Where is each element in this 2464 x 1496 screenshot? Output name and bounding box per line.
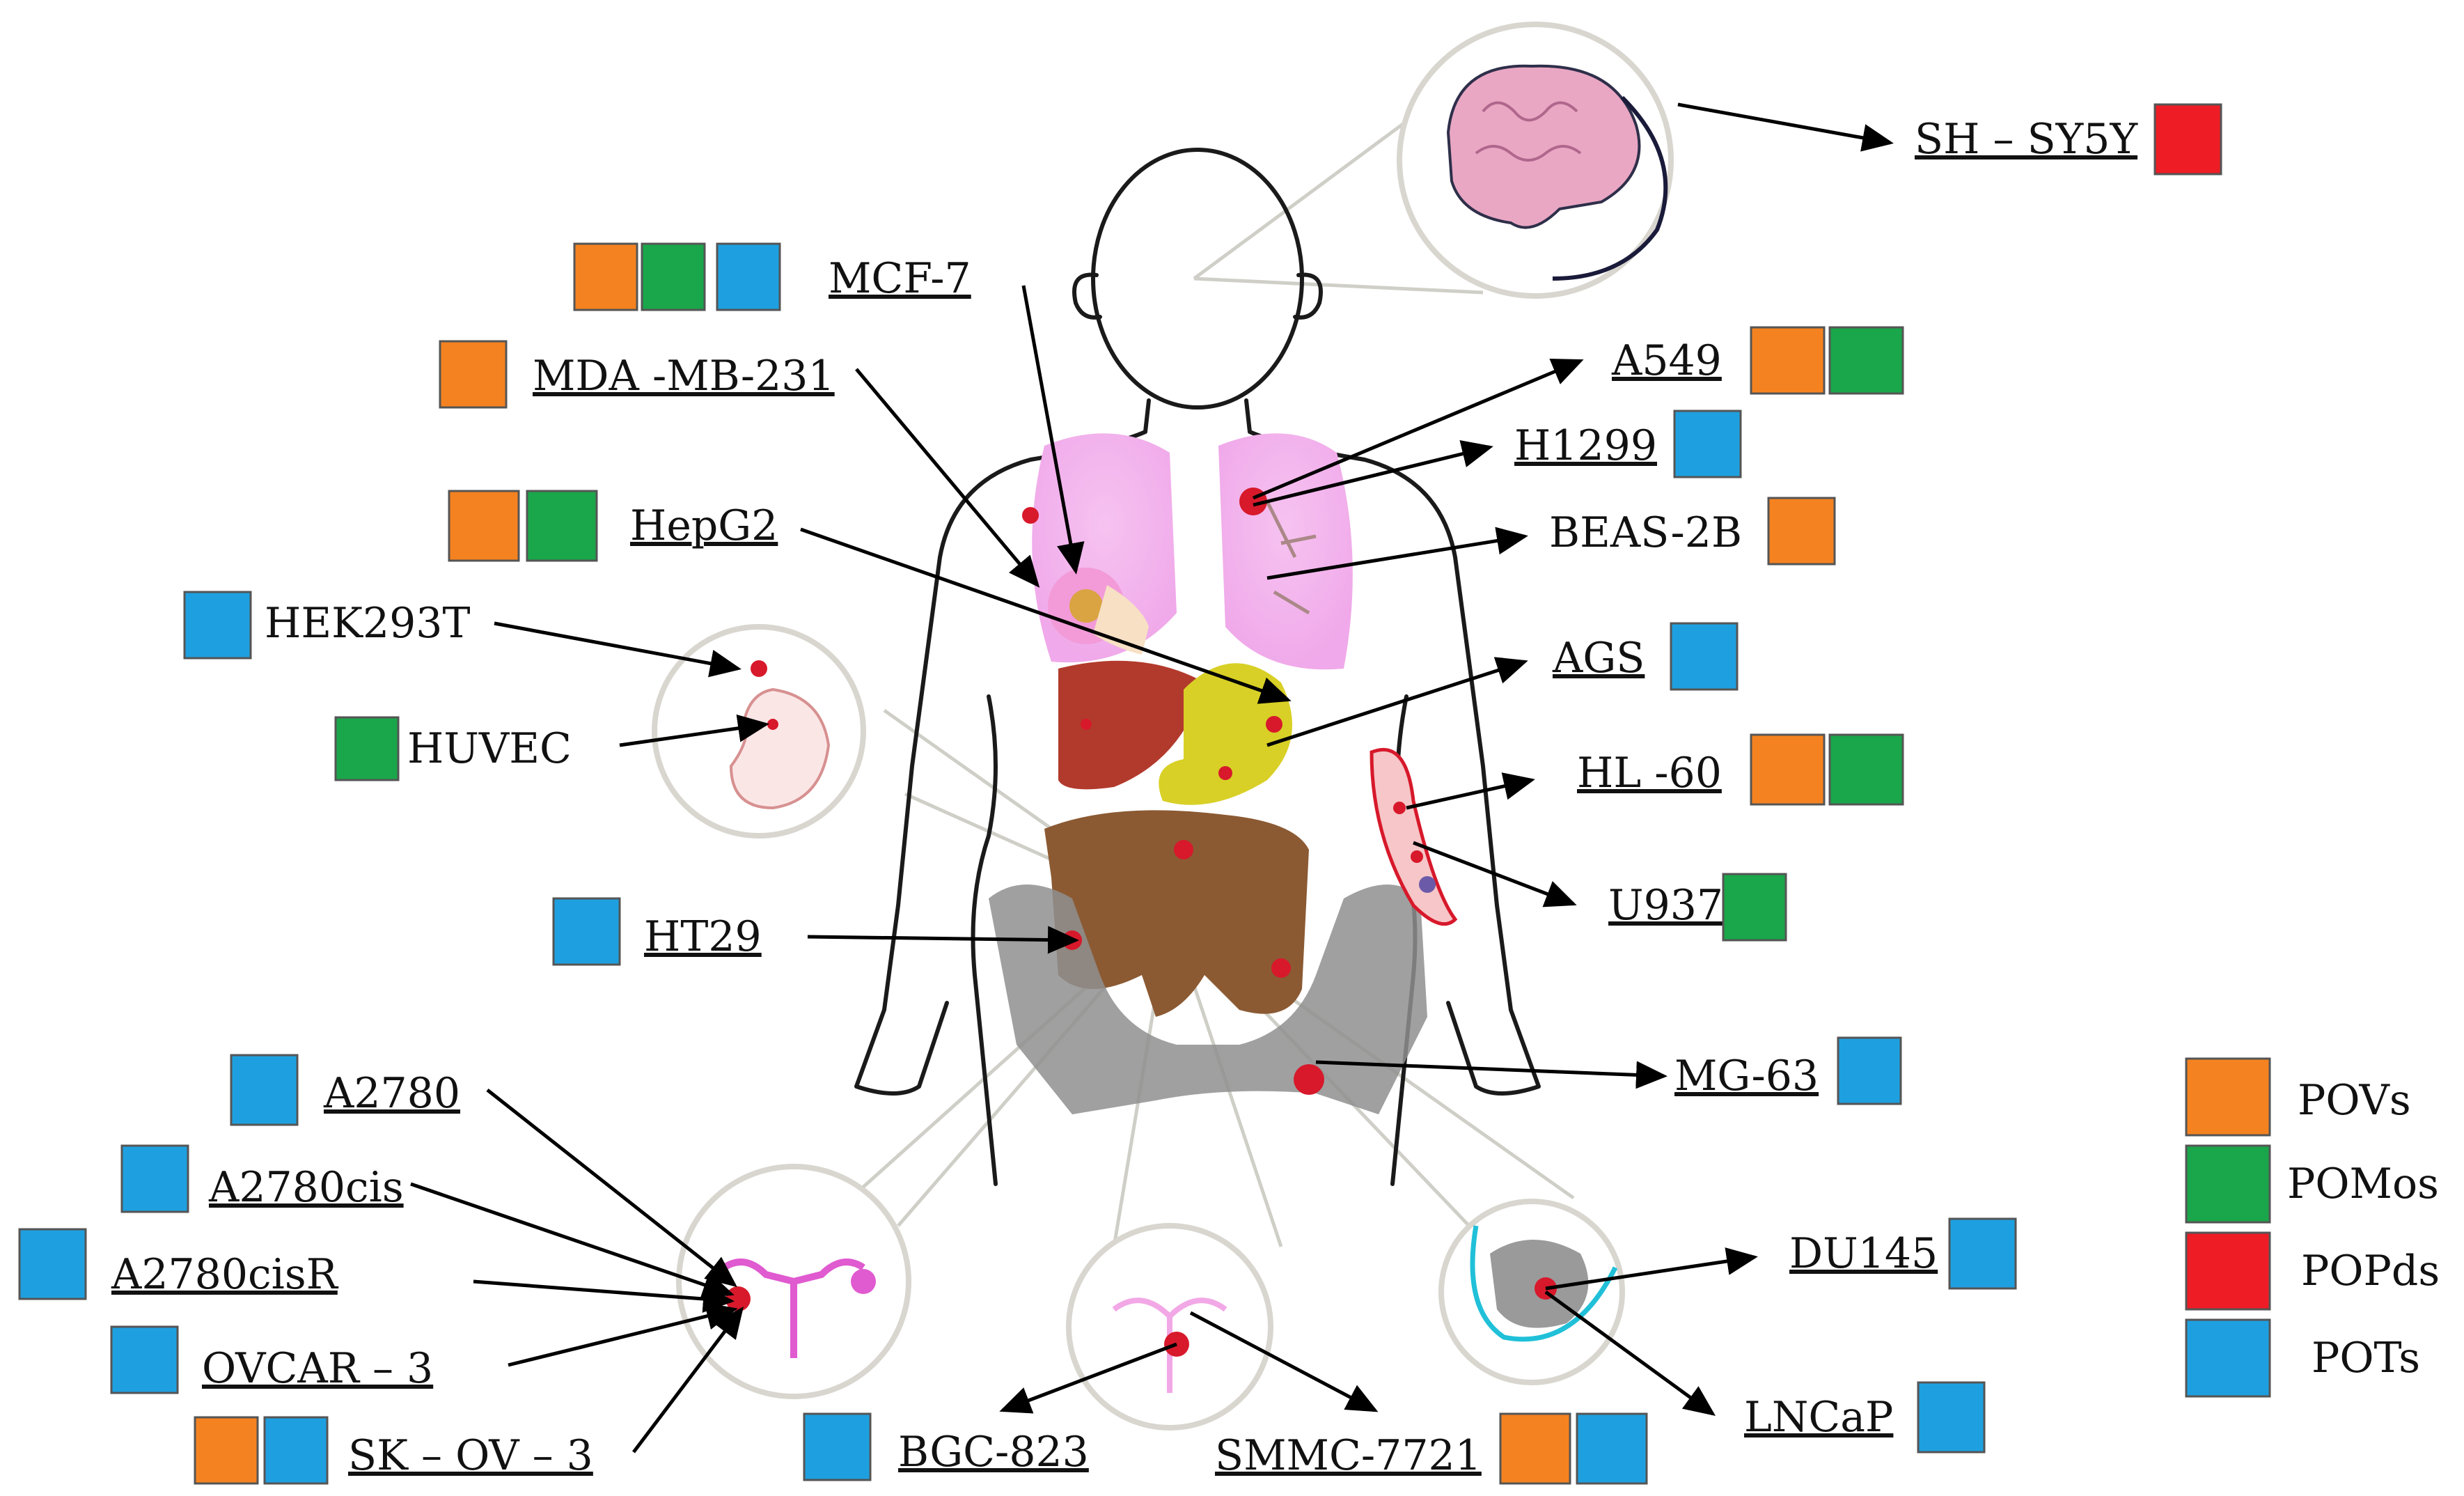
type-square bbox=[1750, 326, 1826, 395]
type-square bbox=[183, 591, 252, 660]
brain-zoom bbox=[1397, 22, 1674, 299]
legend-swatch-pots bbox=[2185, 1318, 2271, 1398]
type-square bbox=[18, 1228, 87, 1300]
pelvis bbox=[989, 885, 1427, 1114]
label-ags: AGS bbox=[1552, 634, 1645, 683]
label-smmc7721: SMMC-7721 bbox=[1215, 1431, 1482, 1480]
type-square bbox=[1576, 1412, 1648, 1485]
type-square bbox=[263, 1416, 329, 1485]
type-square bbox=[1722, 873, 1787, 942]
type-square bbox=[1750, 733, 1826, 806]
type-square bbox=[2153, 103, 2222, 176]
label-mcf7: MCF-7 bbox=[829, 254, 971, 303]
label-lncap: LNCaP bbox=[1744, 1393, 1893, 1442]
cervix-zoom bbox=[1066, 1223, 1273, 1431]
legend-swatch-popds bbox=[2185, 1231, 2271, 1311]
colon bbox=[1044, 810, 1309, 1017]
label-skov3: SK – OV – 3 bbox=[348, 1431, 593, 1480]
prostate-zoom bbox=[1438, 1199, 1625, 1385]
type-square bbox=[439, 340, 508, 409]
type-square bbox=[1948, 1217, 2017, 1290]
organs bbox=[989, 433, 1458, 1114]
label-ovcar3: OVCAR – 3 bbox=[202, 1344, 433, 1393]
type-square bbox=[1499, 1412, 1571, 1485]
legend-label-popds: POPds bbox=[2301, 1247, 2440, 1295]
legend-swatch-pomos bbox=[2185, 1144, 2271, 1224]
type-square bbox=[448, 490, 520, 562]
label-bgc823: BGC-823 bbox=[898, 1428, 1089, 1476]
type-square bbox=[641, 242, 706, 311]
type-square bbox=[573, 242, 638, 311]
label-ht29: HT29 bbox=[644, 912, 762, 961]
label-hepg2: HepG2 bbox=[630, 501, 778, 550]
legend-label-povs: POVs bbox=[2298, 1076, 2411, 1125]
label-a2780cisr: A2780cisR bbox=[111, 1250, 339, 1299]
label-mda-mb-231: MDA -MB-231 bbox=[533, 352, 835, 400]
type-square bbox=[1917, 1381, 1986, 1454]
type-square bbox=[230, 1054, 299, 1126]
type-square bbox=[1767, 497, 1836, 566]
type-square bbox=[1828, 733, 1904, 806]
label-a2780cis: A2780cis bbox=[208, 1163, 404, 1212]
label-a2780: A2780 bbox=[323, 1069, 460, 1118]
type-square bbox=[334, 716, 400, 781]
label-u937: U937 bbox=[1608, 881, 1723, 930]
label-h1299: H1299 bbox=[1514, 421, 1657, 470]
label-sh-sy5y: SH – SY5Y bbox=[1915, 115, 2138, 164]
type-square bbox=[716, 242, 781, 311]
label-beas2b: BEAS-2B bbox=[1549, 508, 1742, 557]
type-square bbox=[1673, 410, 1742, 478]
right-lung bbox=[1218, 433, 1353, 670]
label-hl60: HL -60 bbox=[1577, 749, 1722, 797]
type-square bbox=[552, 897, 621, 966]
type-square bbox=[194, 1416, 259, 1485]
type-square bbox=[120, 1144, 189, 1213]
type-square bbox=[1670, 622, 1739, 691]
cell-line-labels: SH – SY5Y MCF-7 MDA -MB-231 A549 H1299 H… bbox=[111, 115, 2138, 1480]
type-square bbox=[1837, 1036, 1902, 1105]
type-squares bbox=[18, 103, 2222, 1485]
label-hek293t: HEK293T bbox=[265, 599, 471, 648]
label-huvec: HUVEC bbox=[407, 724, 572, 773]
liver bbox=[1058, 660, 1204, 790]
label-a549: A549 bbox=[1611, 336, 1722, 385]
legend-label-pomos: POMos bbox=[2287, 1160, 2439, 1208]
type-square bbox=[526, 490, 598, 562]
legend-swatch-povs bbox=[2185, 1057, 2271, 1137]
type-square bbox=[110, 1325, 179, 1394]
arrows bbox=[410, 102, 1894, 1454]
type-square bbox=[803, 1412, 872, 1481]
uterus-zoom bbox=[676, 1164, 911, 1399]
legend-label-pots: POTs bbox=[2312, 1334, 2420, 1382]
label-du145: DU145 bbox=[1789, 1229, 1938, 1278]
label-mg63: MG-63 bbox=[1674, 1052, 1819, 1100]
legend: POVs POMos POPds POTs bbox=[2185, 1057, 2440, 1398]
type-square bbox=[1828, 326, 1904, 395]
